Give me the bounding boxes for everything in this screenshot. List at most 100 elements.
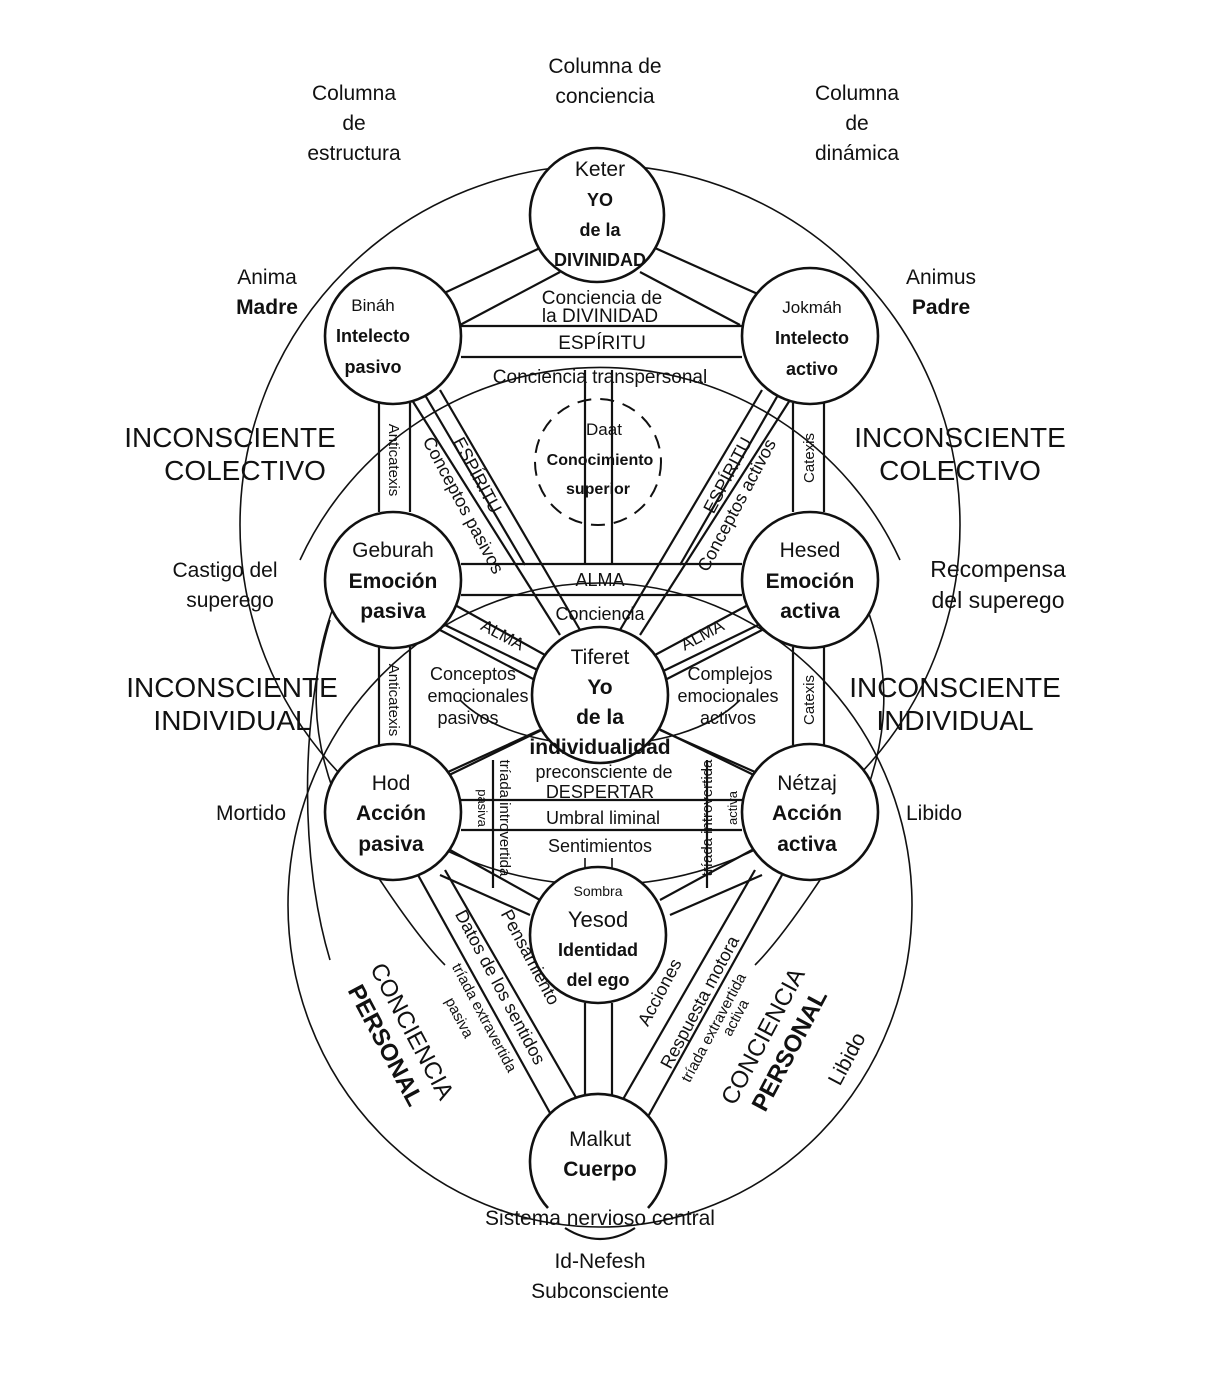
tiferet-line2: Yo bbox=[587, 676, 612, 699]
mortido-label: Mortido bbox=[216, 802, 286, 825]
netzaj-node[interactable] bbox=[740, 742, 880, 882]
emotional-concepts-line1: Conceptos bbox=[430, 664, 516, 684]
soul-right-label: ALMA bbox=[678, 616, 728, 655]
daat-name: Daat bbox=[586, 420, 622, 439]
column-dynamics-line2: de bbox=[845, 112, 868, 135]
reward-line1: Recompensa bbox=[930, 556, 1066, 582]
hesed-node[interactable] bbox=[740, 510, 880, 650]
nervous-system-label: Sistema nervioso central bbox=[485, 1207, 715, 1230]
node-labels: Keter YO de la DIVINIDAD Bináh Intelecto… bbox=[336, 158, 854, 1181]
active-small-label: activa bbox=[725, 790, 740, 825]
cathexis-lower-label: Catexis bbox=[801, 675, 818, 725]
cathexis-upper-label: Catexis bbox=[801, 433, 818, 483]
geburah-node[interactable] bbox=[323, 510, 463, 650]
individual-right-line2: INDIVIDUAL bbox=[876, 705, 1033, 736]
introverted-right-label: tríada introvertida bbox=[699, 759, 716, 876]
keter-node[interactable] bbox=[528, 146, 666, 284]
column-structure-line3: estructura bbox=[307, 142, 401, 165]
subconscious-label: Subconsciente bbox=[531, 1280, 669, 1303]
column-structure-line2: de bbox=[342, 112, 365, 135]
yesod-name: Yesod bbox=[568, 907, 628, 932]
binah-name: Bináh bbox=[351, 296, 394, 315]
hod-name: Hod bbox=[372, 772, 411, 795]
emotional-complexes-line3: activos bbox=[700, 708, 756, 728]
malkut-line2: Cuerpo bbox=[563, 1158, 637, 1181]
hod-node[interactable] bbox=[323, 742, 463, 882]
spirit-bar-label: ESPÍRITU bbox=[558, 333, 646, 354]
madre-label: Madre bbox=[236, 296, 298, 319]
animus-label: Animus bbox=[906, 266, 976, 289]
introverted-left-label: tríada introvertida bbox=[496, 760, 513, 877]
jokmah-line3: activo bbox=[786, 359, 838, 379]
hesed-name: Hesed bbox=[780, 539, 841, 562]
libido-lower-label: Libido bbox=[824, 1029, 871, 1089]
column-dynamics-line1: Columna bbox=[815, 82, 899, 105]
column-consciousness-line1: Columna de bbox=[548, 55, 661, 78]
emotional-concepts-line3: pasivos bbox=[437, 708, 498, 728]
consciousness-label: Conciencia bbox=[555, 604, 645, 624]
sephirot bbox=[323, 146, 880, 1209]
yesod-shadow: Sombra bbox=[573, 883, 622, 899]
id-nefesh-label: Id-Nefesh bbox=[554, 1250, 645, 1273]
hod-line2: Acción bbox=[356, 802, 426, 825]
emotional-complexes-line1: Complejos bbox=[687, 664, 772, 684]
yesod-line4: del ego bbox=[566, 970, 629, 990]
anima-label: Anima bbox=[237, 266, 297, 289]
left-crossing-arc bbox=[306, 619, 331, 961]
netzaj-line2: Acción bbox=[772, 802, 842, 825]
jokmah-line2: Intelecto bbox=[775, 328, 849, 348]
malkut-node[interactable] bbox=[528, 1092, 668, 1209]
column-structure-line1: Columna bbox=[312, 82, 396, 105]
paths bbox=[377, 246, 826, 1240]
punishment-line2: superego bbox=[186, 589, 274, 612]
punishment-line1: Castigo del bbox=[172, 559, 277, 582]
collective-right-line2: COLECTIVO bbox=[879, 455, 1041, 486]
padre-label: Padre bbox=[912, 296, 970, 319]
inner-arc bbox=[299, 366, 901, 561]
hesed-line2: Emoción bbox=[766, 570, 855, 593]
anticathexis-upper-label: Anticatexis bbox=[385, 424, 402, 497]
binah-node[interactable] bbox=[323, 266, 463, 406]
yesod-node[interactable] bbox=[528, 865, 668, 1005]
collective-left-line1: INCONSCIENTE bbox=[124, 422, 336, 453]
emotional-concepts-line2: emocionales bbox=[427, 686, 528, 706]
divinity-consciousness-line1: Conciencia de bbox=[542, 288, 662, 309]
column-consciousness-line2: conciencia bbox=[555, 85, 655, 108]
netzaj-name: Nétzaj bbox=[777, 772, 837, 795]
anticathexis-lower-label: Anticatexis bbox=[385, 664, 402, 737]
jokmah-node[interactable] bbox=[740, 266, 880, 406]
lower-outer-circle bbox=[287, 582, 913, 1228]
keter-name: Keter bbox=[575, 158, 625, 181]
malkut-name: Malkut bbox=[569, 1128, 631, 1151]
hesed-line3: activa bbox=[780, 600, 840, 623]
reward-line2: del superego bbox=[932, 587, 1065, 613]
libido-right-label: Libido bbox=[906, 802, 962, 825]
liminal-label: Umbral liminal bbox=[546, 808, 660, 828]
tiferet-node[interactable] bbox=[530, 625, 670, 765]
daat-line2: Conocimiento bbox=[547, 452, 654, 469]
emotional-complexes-line2: emocionales bbox=[677, 686, 778, 706]
hod-line3: pasiva bbox=[358, 833, 424, 856]
geburah-line3: pasiva bbox=[360, 600, 426, 623]
feelings-label: Sentimientos bbox=[548, 836, 652, 856]
collective-right-line1: INCONSCIENTE bbox=[854, 422, 1066, 453]
bottom-labels: Sistema nervioso central Id-Nefesh Subco… bbox=[485, 1207, 715, 1303]
netzaj-line3: activa bbox=[777, 833, 837, 856]
binah-line2: Intelecto bbox=[336, 326, 410, 346]
geburah-name: Geburah bbox=[352, 539, 434, 562]
daat-circle bbox=[534, 398, 662, 526]
geburah-line2: Emoción bbox=[349, 570, 438, 593]
soul-left-label: ALMA bbox=[478, 616, 528, 655]
preconscious-line2: DESPERTAR bbox=[546, 782, 654, 802]
soul-bar-label: ALMA bbox=[575, 570, 624, 590]
column-headers: Columna de estructura Columna de concien… bbox=[307, 55, 899, 165]
column-dynamics-line3: dinámica bbox=[815, 142, 899, 165]
tiferet-line4: individualidad bbox=[529, 736, 670, 759]
jokmah-name: Jokmáh bbox=[782, 298, 842, 317]
binah-line3: pasivo bbox=[344, 357, 401, 377]
transpersonal-label: Conciencia transpersonal bbox=[493, 367, 707, 388]
passive-small-label: pasiva bbox=[475, 789, 490, 827]
keter-line4: DIVINIDAD bbox=[554, 250, 646, 270]
daat-line3: superior bbox=[566, 481, 630, 498]
